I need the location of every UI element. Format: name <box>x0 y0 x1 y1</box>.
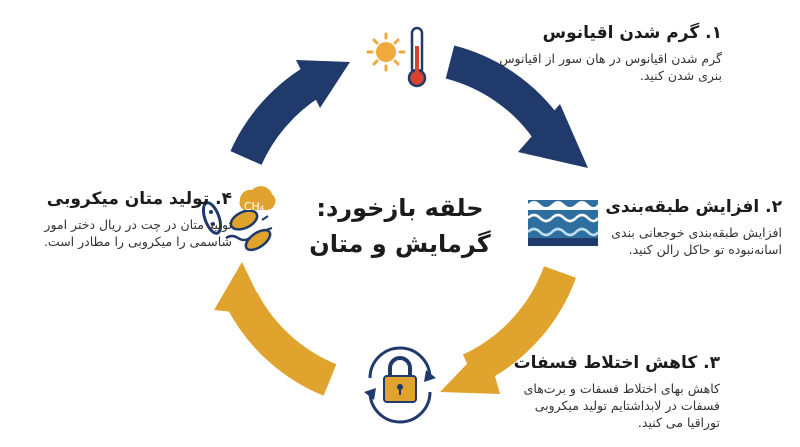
step-2-heading: ۲. افزایش طبقه‌بندی <box>605 197 782 217</box>
diagram-title: حلقه بازخورد: گرمایش و متان <box>300 190 500 262</box>
microbes-methane-icon: CH₄ <box>201 186 276 252</box>
step-microbial-methane: ۴. تولید متان میکروبی تولید متان در چت د… <box>22 188 232 250</box>
title-line-2: گرمایش و متان <box>309 230 491 258</box>
step-phosphate-mixing: ۳. کاهش اختلاط فسفات کاهش بهای اختلاط فس… <box>505 352 720 431</box>
step-3-text: کاهش بهای اختلاط فسفات و برت‌های فسفات د… <box>523 381 720 430</box>
title-line-1: حلقه بازخورد: <box>316 194 484 222</box>
step-stratification: ۲. افزایش طبقه‌بندی افزایش طبقه‌بندی خوج… <box>602 196 782 258</box>
arrow-head-bottom-right <box>440 344 500 394</box>
lock-cycle-icon <box>364 346 436 424</box>
step-3-heading: ۳. کاهش اختلاط فسفات <box>513 353 720 373</box>
arrow-top-right <box>445 45 562 141</box>
arrow-head-top-right <box>518 104 588 168</box>
step-4-heading: ۴. تولید متان میکروبی <box>46 189 232 209</box>
arrow-head-bottom-left <box>214 262 268 316</box>
ocean-layers-icon <box>527 200 600 246</box>
arrow-top-left <box>230 67 322 166</box>
step-ocean-warming: ۱. گرم شدن اقیانوس گرم شدن اقیانوس در ها… <box>492 22 722 84</box>
arrow-head-top-left <box>296 60 350 108</box>
methane-label: CH₄ <box>244 200 265 213</box>
step-2-text: افزایش طبقه‌بندی خوجعانی بندی اسانه‌نبود… <box>611 225 782 257</box>
step-4-text: تولید متان در چت در ریال دختر امور شاسمی… <box>43 217 232 249</box>
sun-thermometer-icon <box>366 26 427 88</box>
step-1-heading: ۱. گرم شدن اقیانوس <box>542 23 722 43</box>
step-1-text: گرم شدن اقیانوس در هان سور از اقیانوس بن… <box>499 51 722 83</box>
